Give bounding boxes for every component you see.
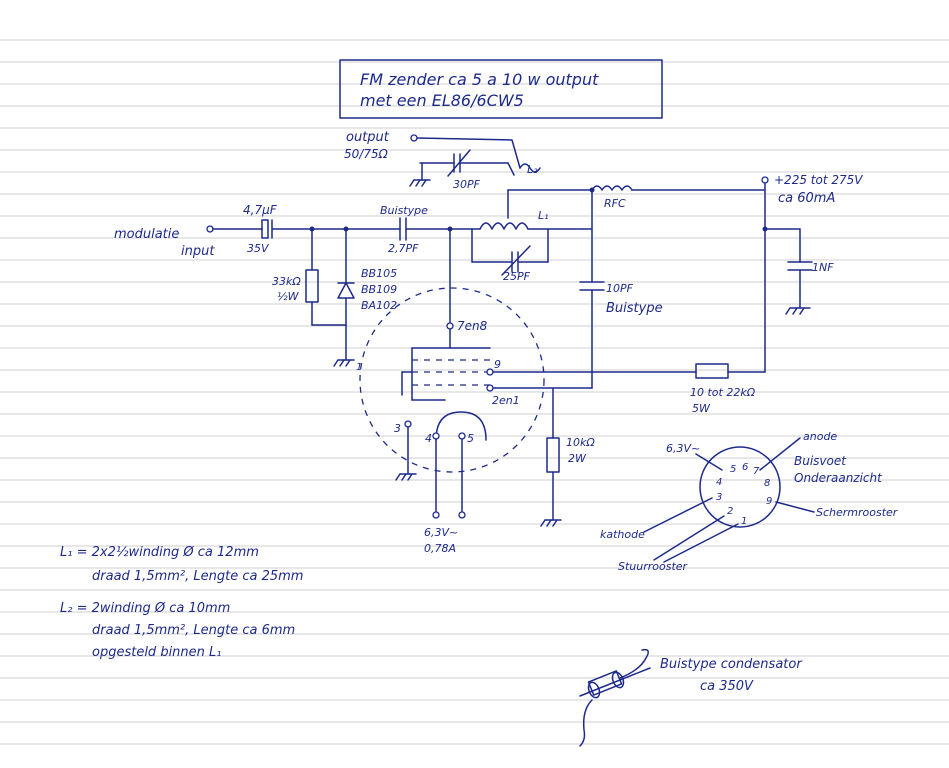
output-section: output 50/75Ω L₂ 30PF [344, 130, 541, 191]
heater-current: 0,78A [424, 542, 456, 555]
input-label-2: input [181, 244, 215, 259]
c10-type-label: Buistype [606, 301, 663, 316]
c10-label: 10PF [606, 282, 634, 295]
rfc-coil [591, 185, 633, 191]
note-l2-2: draad 1,5mm², Lengte ca 6mm [92, 623, 295, 638]
socket-pin-7: 7 [753, 466, 760, 477]
pin-1-label: 1 [356, 362, 362, 373]
l1-label: L₁ [538, 209, 549, 222]
rscreen-label: 10 tot 22kΩ [690, 386, 756, 399]
c10-capacitor: 10PF Buistype [579, 187, 663, 389]
heater-filament [435, 411, 487, 441]
rfc-label: RFC [604, 197, 626, 210]
bias-network: 33kΩ ½W BB105 BB109 BA102 1 [272, 228, 397, 373]
socket-pin-9: 9 [766, 496, 772, 507]
socket-grid-label: Stuurrooster [618, 560, 689, 573]
heater-voltage: 6,3V~ [424, 526, 458, 539]
pin-5-label: 5 [467, 432, 474, 445]
output-label: output [346, 130, 390, 145]
socket-circle [699, 446, 781, 528]
input-terminal [206, 225, 214, 233]
note-l2-1: L₂ = 2winding Ø ca 10mm [60, 601, 230, 616]
socket-pin-1: 1 [741, 516, 747, 527]
c1nf-label: 1NF [812, 261, 834, 274]
tube-capacitor-body [587, 670, 623, 696]
supply-voltage: +225 tot 275V [774, 173, 863, 187]
capacitor-drawing: Buistype condensator ca 350V [579, 648, 803, 747]
l1-tank: L₁ 25PF [471, 189, 583, 283]
socket-pin-6: 6 [742, 462, 748, 473]
r33-watt: ½W [277, 290, 300, 303]
title-line-1: FM zender ca 5 a 10 w output [360, 70, 599, 89]
socket-pin-3: 3 [716, 492, 722, 503]
socket-title-2: Onderaanzicht [794, 471, 883, 485]
diode-1: BB105 [361, 267, 397, 280]
socket-pin-5: 5 [730, 464, 736, 475]
c47-label: 4,7μF [243, 203, 278, 217]
output-impedance-label: 50/75Ω [344, 147, 389, 161]
c27-type-label: Buistype [380, 204, 428, 217]
title-box: FM zender ca 5 a 10 w output met een EL8… [339, 59, 663, 119]
note-l1-2: draad 1,5mm², Lengte ca 25mm [92, 569, 303, 584]
rscreen-watt: 5W [692, 402, 711, 415]
pin-21-label: 2en1 [492, 394, 520, 407]
socket-pin-2: 2 [727, 506, 733, 517]
supply-section: RFC +225 tot 275V ca 60mA 1NF [507, 173, 863, 373]
c27-capacitor: Buistype 2,7PF [380, 204, 473, 255]
socket-title-1: Buisvoet [794, 454, 847, 468]
output-terminal [410, 134, 418, 142]
socket-diagram: 5 6 7 4 8 3 9 2 1 6,3V~ anode Buisvoet O… [600, 430, 899, 573]
pin-9-label: 9 [494, 358, 501, 371]
c47-voltage: 35V [247, 242, 270, 255]
l2-label: L₂ [527, 163, 538, 176]
note-l2-3: opgesteld binnen L₁ [92, 645, 222, 660]
title-line-2: met een EL86/6CW5 [360, 91, 524, 110]
cap-drawing-label-1: Buistype condensator [660, 657, 803, 672]
coil-notes: L₁ = 2x2½winding Ø ca 12mm draad 1,5mm²,… [60, 545, 303, 660]
socket-pin-8: 8 [764, 478, 770, 489]
rk-watt: 2W [568, 452, 587, 465]
supply-current: ca 60mA [778, 191, 835, 206]
pin-3-label: 3 [394, 422, 401, 435]
pin-4-label: 4 [425, 432, 432, 445]
input-label-1: modulatie [114, 227, 179, 242]
socket-anode-label: anode [803, 430, 837, 443]
c27-label: 2,7PF [388, 242, 419, 255]
socket-heater-label: 6,3V~ [666, 442, 700, 455]
screen-resistor [695, 363, 729, 379]
supply-terminal [761, 176, 769, 184]
cap-drawing-label-2: ca 350V [700, 679, 754, 694]
socket-cathode-label: kathode [600, 528, 645, 541]
c30-label: 30PF [453, 178, 481, 191]
note-l1-1: L₁ = 2x2½winding Ø ca 12mm [60, 545, 259, 560]
c25-label: 25PF [503, 270, 531, 283]
rk-label: 10kΩ [566, 436, 595, 449]
modulation-input: modulatie input 4,7μF 35V [114, 203, 401, 259]
tube-envelope [359, 287, 545, 473]
diode-2: BB109 [361, 283, 397, 296]
l1-coil [479, 222, 529, 230]
socket-screen-label: Schermrooster [816, 506, 899, 519]
socket-pin-4: 4 [716, 477, 722, 488]
tube-el86: 7en8 9 10 tot 22kΩ 5W 2en1 10kΩ 2W 3 [359, 228, 766, 555]
r33-label: 33kΩ [272, 275, 301, 288]
pin-78-label: 7en8 [457, 319, 488, 333]
diode-3: BA102 [361, 299, 397, 312]
